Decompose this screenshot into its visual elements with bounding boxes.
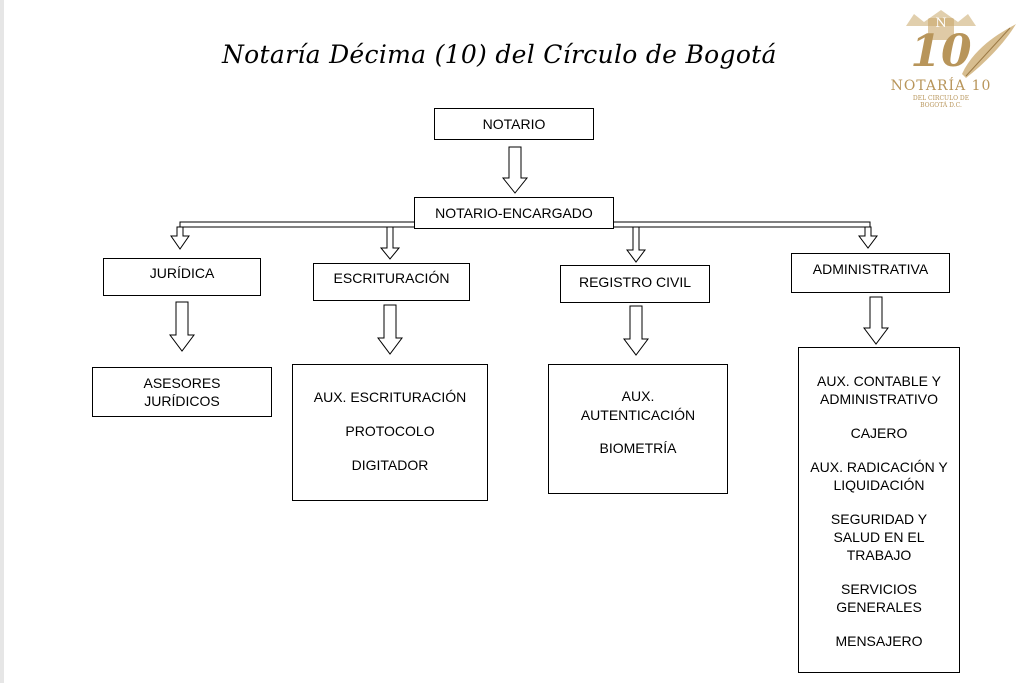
box-label: NOTARIO-ENCARGADO xyxy=(435,205,593,221)
arrow-down-icon xyxy=(623,305,649,356)
staff-item: MENSAJERO xyxy=(835,633,923,649)
box-label: JURÍDICA xyxy=(149,265,215,281)
arrow-down-icon xyxy=(626,226,646,263)
staff-item: BIOMETRÍA xyxy=(599,440,677,456)
box-staff-juridica: ASESORES JURÍDICOS xyxy=(92,367,272,417)
arrow-down-icon xyxy=(858,226,878,249)
logo-monogram: N xyxy=(935,16,947,31)
box-label: REGISTRO CIVIL xyxy=(578,274,692,290)
staff-item: DIGITADOR xyxy=(351,457,429,473)
arrow-down-icon xyxy=(501,146,529,194)
arrow-down-icon xyxy=(379,226,401,260)
notaria-logo: N 10 NOTARÍA 10 DEL CIRCULO DE BOGOTÁ D.… xyxy=(866,4,1016,112)
logo-sub1: DEL CIRCULO DE xyxy=(912,95,970,102)
box-notario-encargado: NOTARIO-ENCARGADO xyxy=(414,197,614,229)
connector-left xyxy=(179,221,416,228)
arrow-down-icon xyxy=(170,226,190,250)
staff-item: SEGURIDAD Y SALUD EN EL TRABAJO xyxy=(830,511,928,563)
box-label: NOTARIO xyxy=(482,116,546,132)
arrow-down-icon xyxy=(863,296,889,345)
staff-item: ASESORES JURÍDICOS xyxy=(143,375,221,409)
staff-item: AUX. RADICACIÓN Y LIQUIDACIÓN xyxy=(810,459,948,493)
box-staff-administrativa: AUX. CONTABLE Y ADMINISTRATIVO CAJERO AU… xyxy=(798,347,960,673)
box-staff-escrituracion: AUX. ESCRITURACIÓN PROTOCOLO DIGITADOR xyxy=(292,364,488,501)
logo-sub2: BOGOTÁ D.C. xyxy=(920,102,962,109)
staff-item: AUX. CONTABLE Y ADMINISTRATIVO xyxy=(817,373,941,407)
staff-item: PROTOCOLO xyxy=(345,423,435,439)
arrow-down-icon xyxy=(377,304,403,355)
staff-item: SERVICIOS GENERALES xyxy=(836,581,922,615)
box-label: ESCRITURACIÓN xyxy=(333,270,450,286)
page-title: Notaría Décima (10) del Círculo de Bogot… xyxy=(222,40,777,69)
box-notario: NOTARIO xyxy=(434,108,594,140)
box-staff-registro-civil: AUX. AUTENTICACIÓN BIOMETRÍA xyxy=(548,364,728,494)
feather-quill-icon xyxy=(906,10,1016,78)
box-dept-escrituracion: ESCRITURACIÓN xyxy=(313,263,470,301)
staff-item: CAJERO xyxy=(850,425,908,441)
box-label: ADMINISTRATIVA xyxy=(812,261,929,277)
arrow-down-icon xyxy=(169,301,195,352)
staff-item: AUX. ESCRITURACIÓN xyxy=(313,389,467,405)
logo-name: NOTARÍA 10 xyxy=(890,78,992,94)
box-dept-juridica: JURÍDICA xyxy=(103,258,261,296)
staff-item: AUX. AUTENTICACIÓN xyxy=(580,388,696,423)
logo-number: 10 xyxy=(910,26,972,77)
box-dept-registro-civil: REGISTRO CIVIL xyxy=(560,265,710,303)
connector-right xyxy=(611,221,871,228)
box-dept-administrativa: ADMINISTRATIVA xyxy=(791,253,950,293)
page-left-border xyxy=(0,0,4,683)
